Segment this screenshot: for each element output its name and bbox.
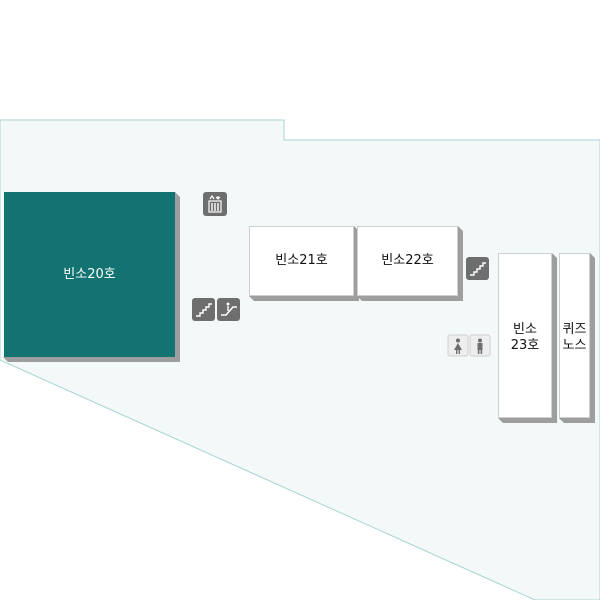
elevator-icon — [203, 192, 227, 216]
room-20[interactable] — [3, 192, 180, 362]
room-22[interactable] — [357, 226, 463, 301]
quiz-nos-label: 퀴즈 노스 — [562, 322, 587, 353]
restroom-men-icon — [469, 334, 491, 357]
room-22-label: 빈소22호 — [381, 253, 434, 268]
room-20-label: 빈소20호 — [63, 266, 116, 282]
stairs-icon — [192, 298, 215, 321]
stairs-icon — [466, 257, 489, 280]
room-23[interactable] — [498, 253, 557, 423]
restroom-women-icon — [447, 334, 469, 357]
room-23-label: 빈소 23호 — [510, 322, 540, 353]
room-21[interactable] — [249, 226, 359, 301]
escalator-icon — [217, 298, 240, 321]
room-21-label: 빈소21호 — [275, 253, 328, 268]
quiz-nos-room[interactable] — [559, 253, 595, 423]
